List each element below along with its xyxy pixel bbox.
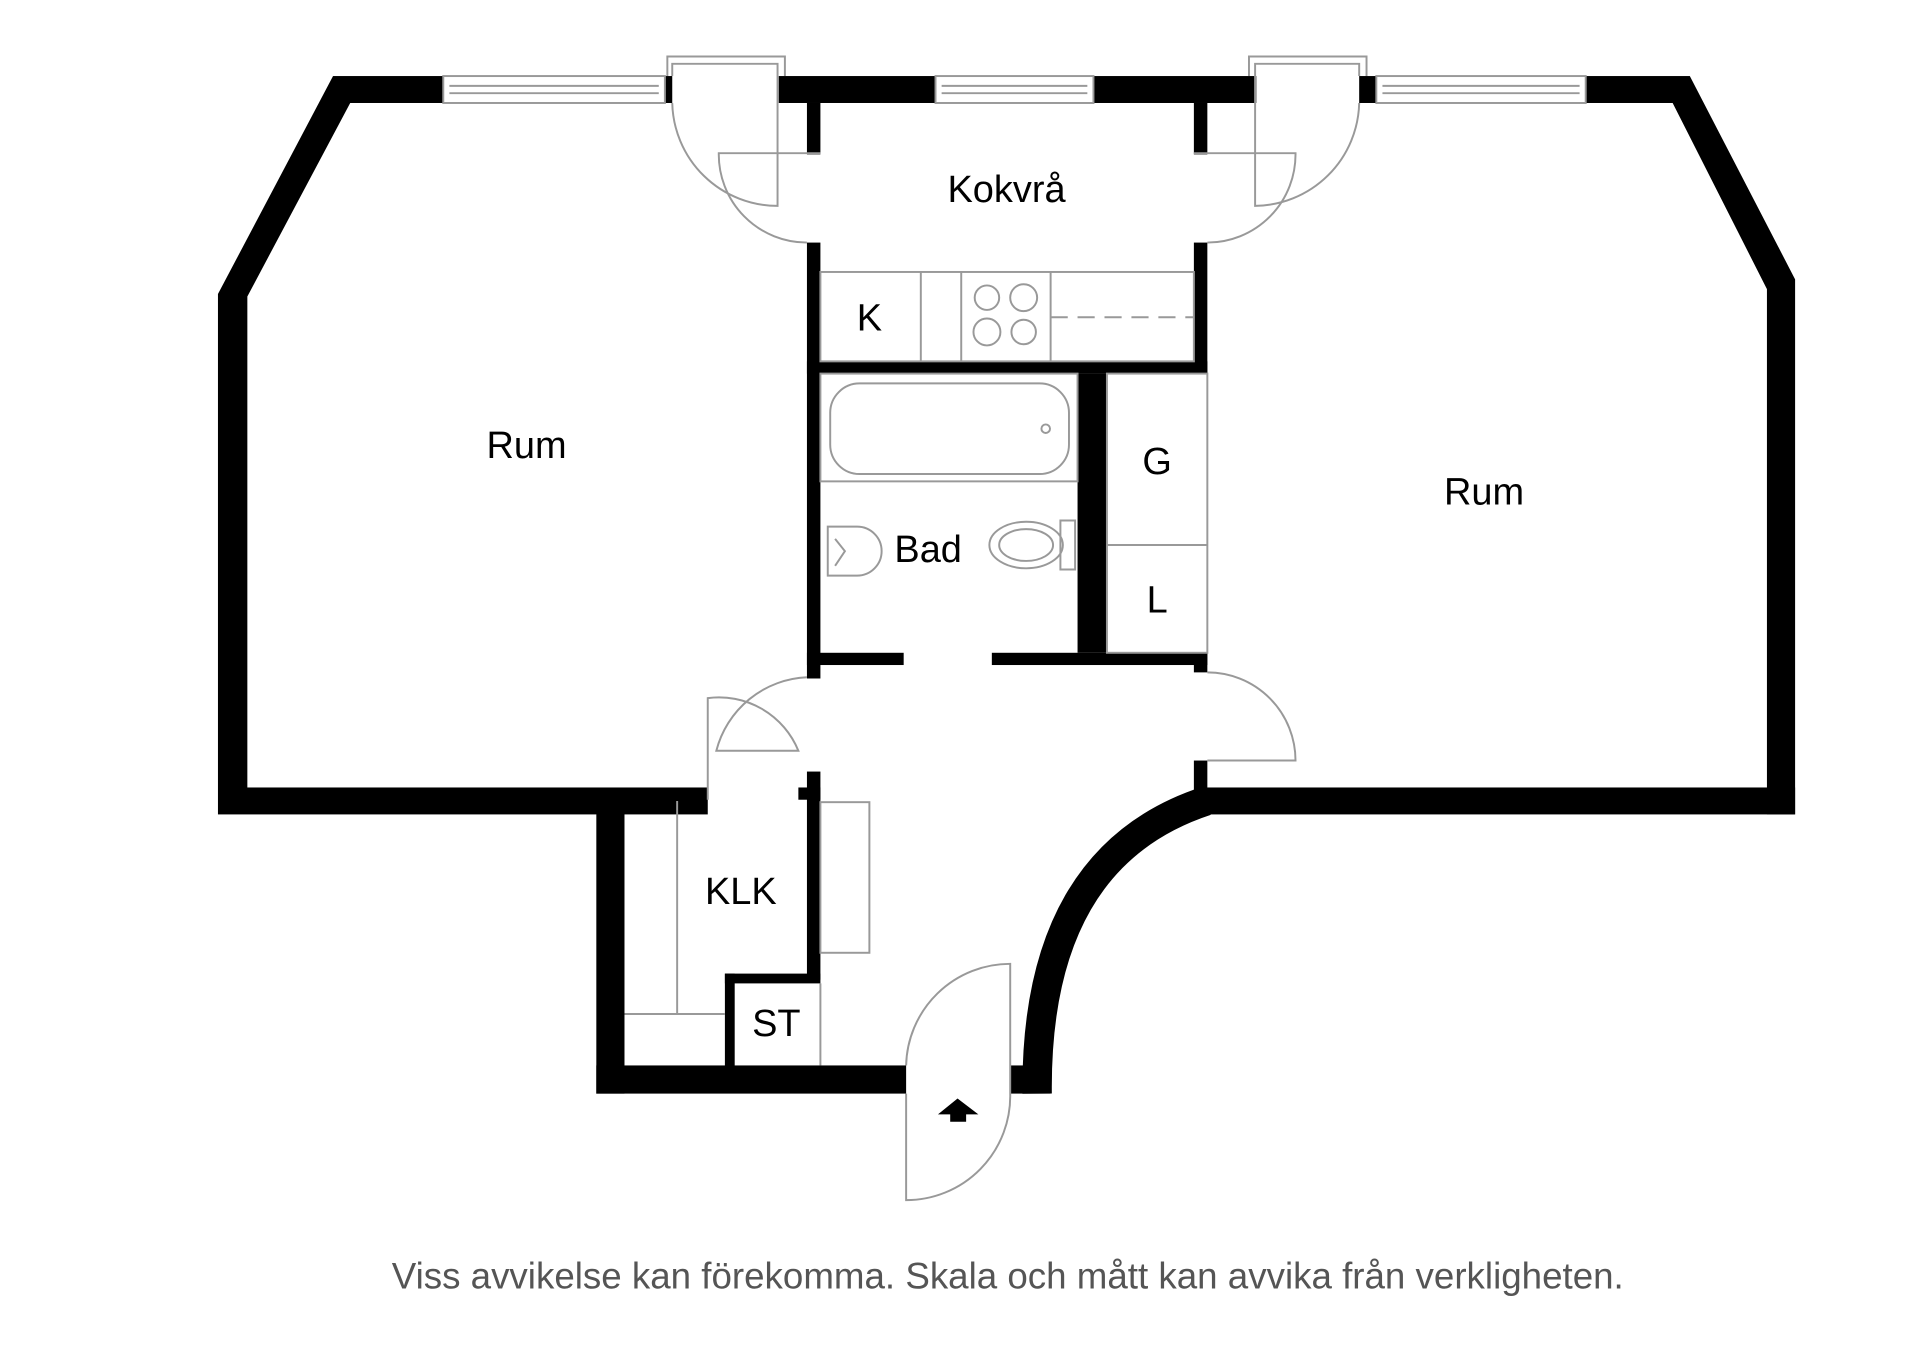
walls	[217, 76, 1796, 1094]
room-label-st: ST	[752, 1003, 800, 1045]
room-label-k: K	[857, 298, 882, 340]
room-label-kokvra: Kokvrå	[947, 169, 1066, 211]
room-label-l: L	[1147, 579, 1168, 621]
room-label-rum-right: Rum	[1444, 472, 1524, 514]
doors	[666, 55, 1368, 1202]
disclaimer-text: Viss avvikelse kan förekomma. Skala och …	[392, 1255, 1624, 1296]
room-label-klk: KLK	[705, 871, 777, 913]
room-label-g: G	[1142, 441, 1172, 483]
windows	[442, 75, 1587, 104]
fixtures	[624, 270, 1209, 1066]
room-label-bad: Bad	[894, 529, 962, 571]
room-label-rum-left: Rum	[486, 425, 566, 467]
entrance-arrow-icon	[937, 1098, 979, 1122]
